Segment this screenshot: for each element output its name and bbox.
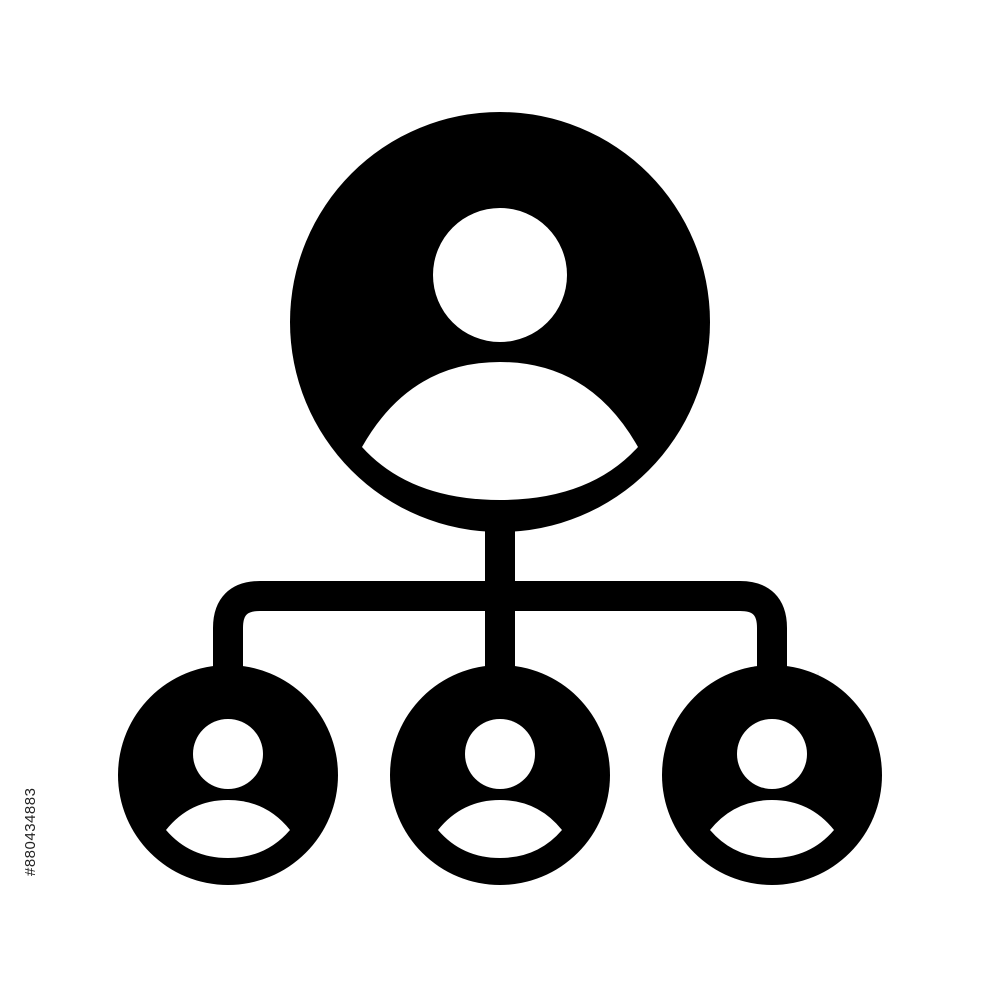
top-person-node: [290, 112, 710, 532]
connector-lines: [213, 520, 787, 670]
middle-person-body-icon: [438, 800, 562, 858]
top-person-head-icon: [433, 208, 567, 342]
right-person-body-icon: [710, 800, 834, 858]
right-person-head-icon: [737, 719, 807, 789]
top-person-body-icon: [362, 362, 638, 500]
left-person-node: [118, 665, 338, 885]
right-person-node: [662, 665, 882, 885]
left-person-body-icon: [166, 800, 290, 858]
stock-id-label: #880434883: [22, 787, 39, 876]
branch-line: [213, 581, 787, 670]
middle-person-head-icon: [465, 719, 535, 789]
left-person-head-icon: [193, 719, 263, 789]
middle-person-node: [390, 665, 610, 885]
